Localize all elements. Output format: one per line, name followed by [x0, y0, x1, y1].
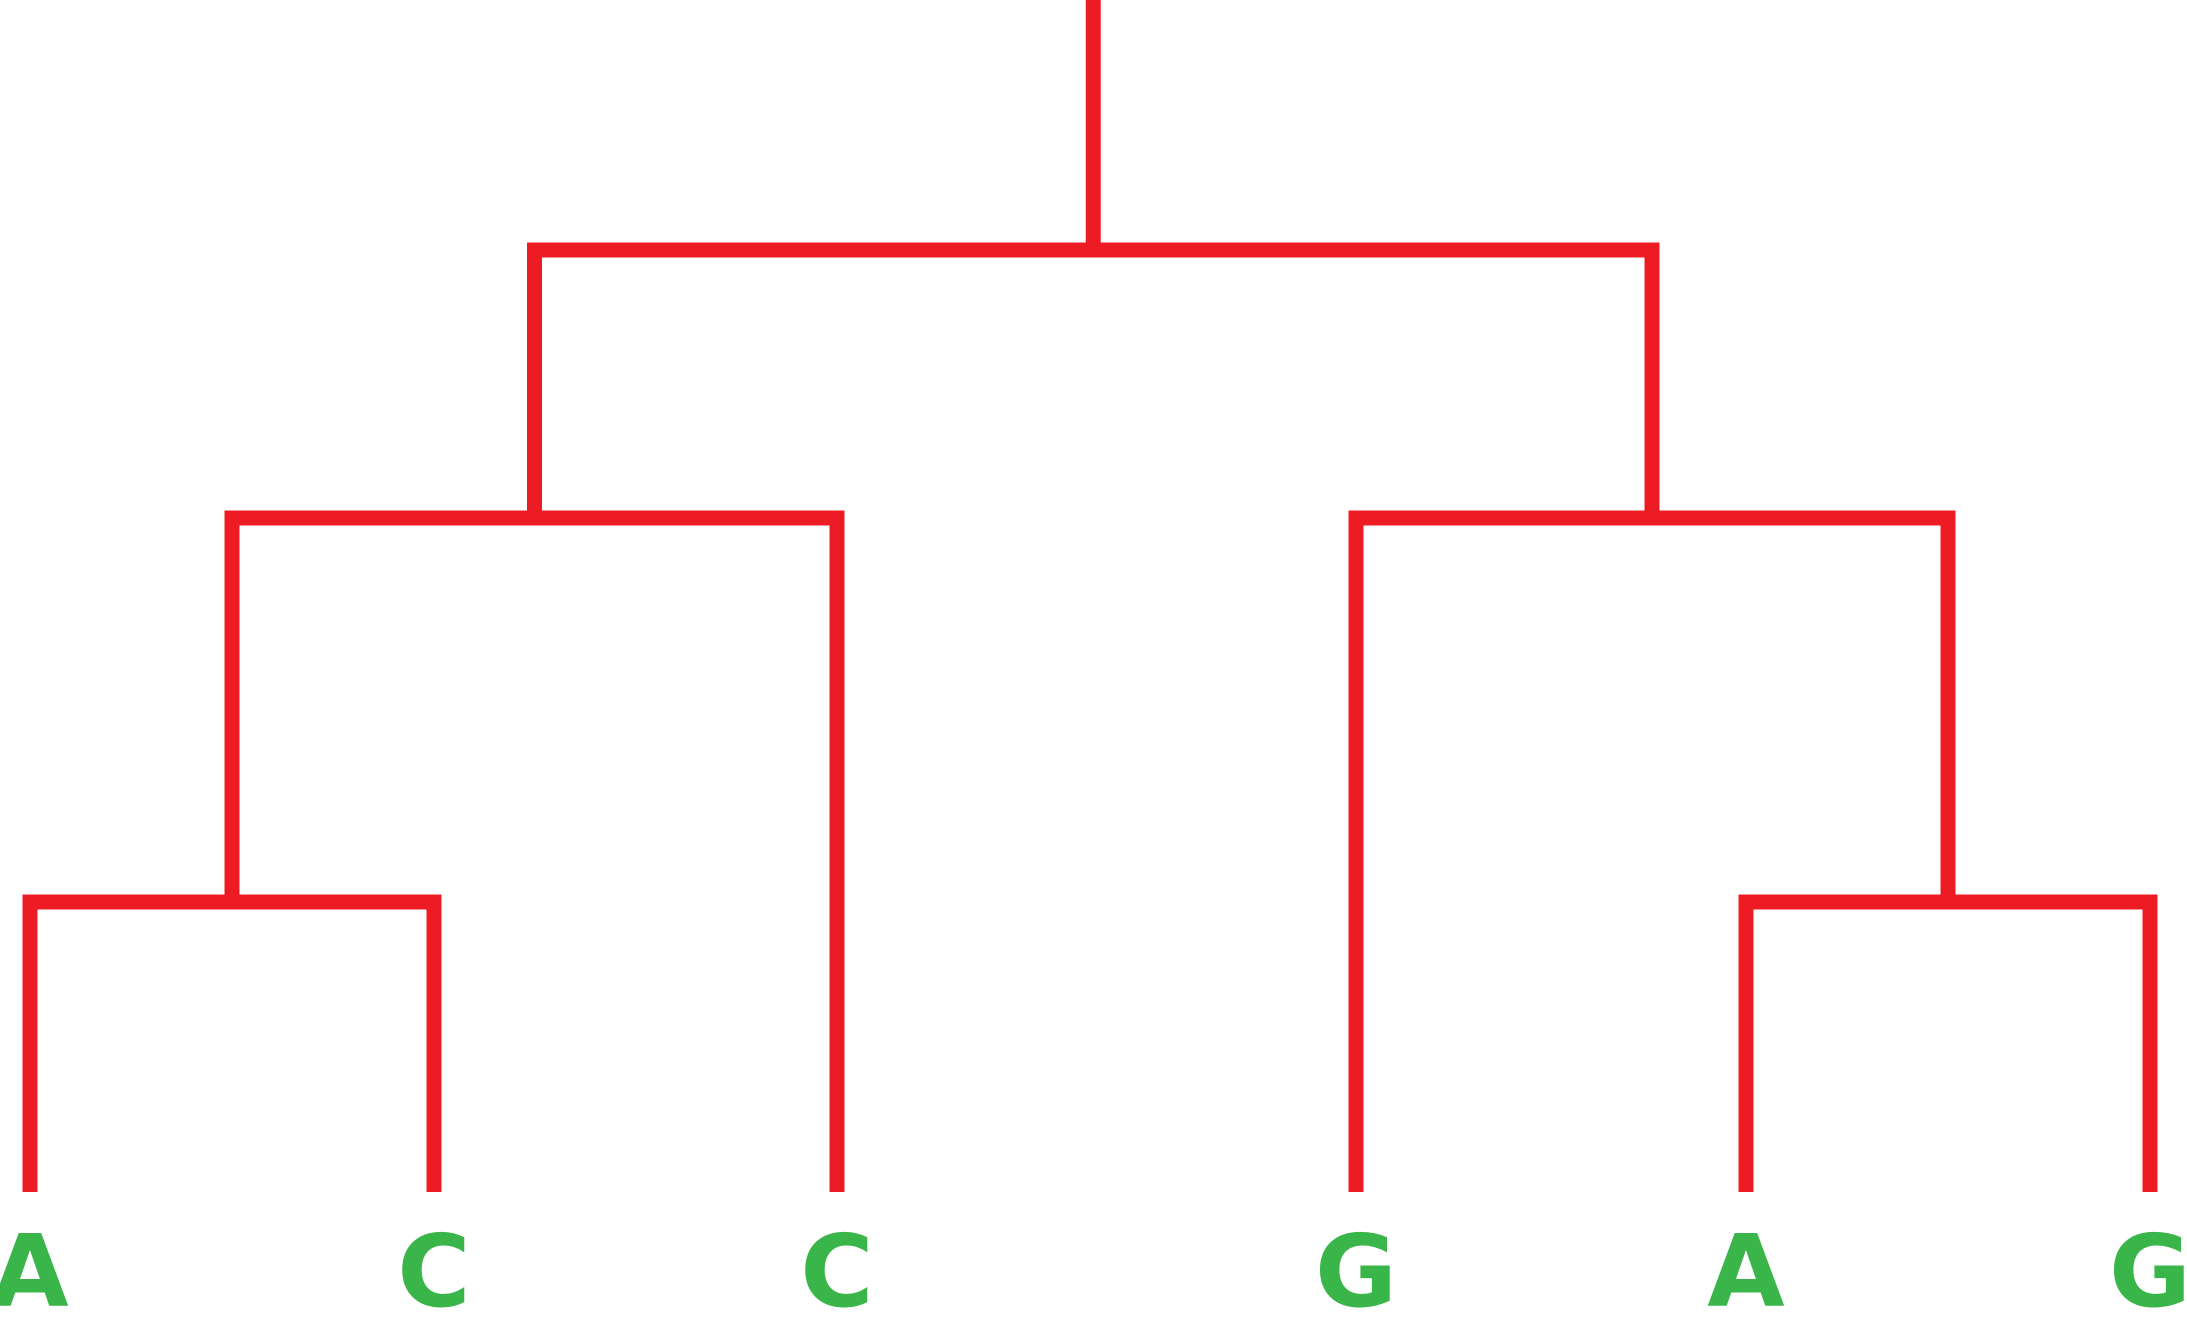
leaf-label-leaf-2: C [397, 1213, 470, 1330]
tree-branches [22, 0, 2158, 1192]
leaf-label-leaf-4: G [1315, 1213, 1397, 1330]
leaf-label-leaf-5: A [1707, 1213, 1784, 1330]
leaf-label-leaf-3: C [800, 1213, 873, 1330]
leaf-label-leaf-1: A [0, 1213, 69, 1330]
leaf-label-leaf-6: G [2109, 1213, 2187, 1330]
